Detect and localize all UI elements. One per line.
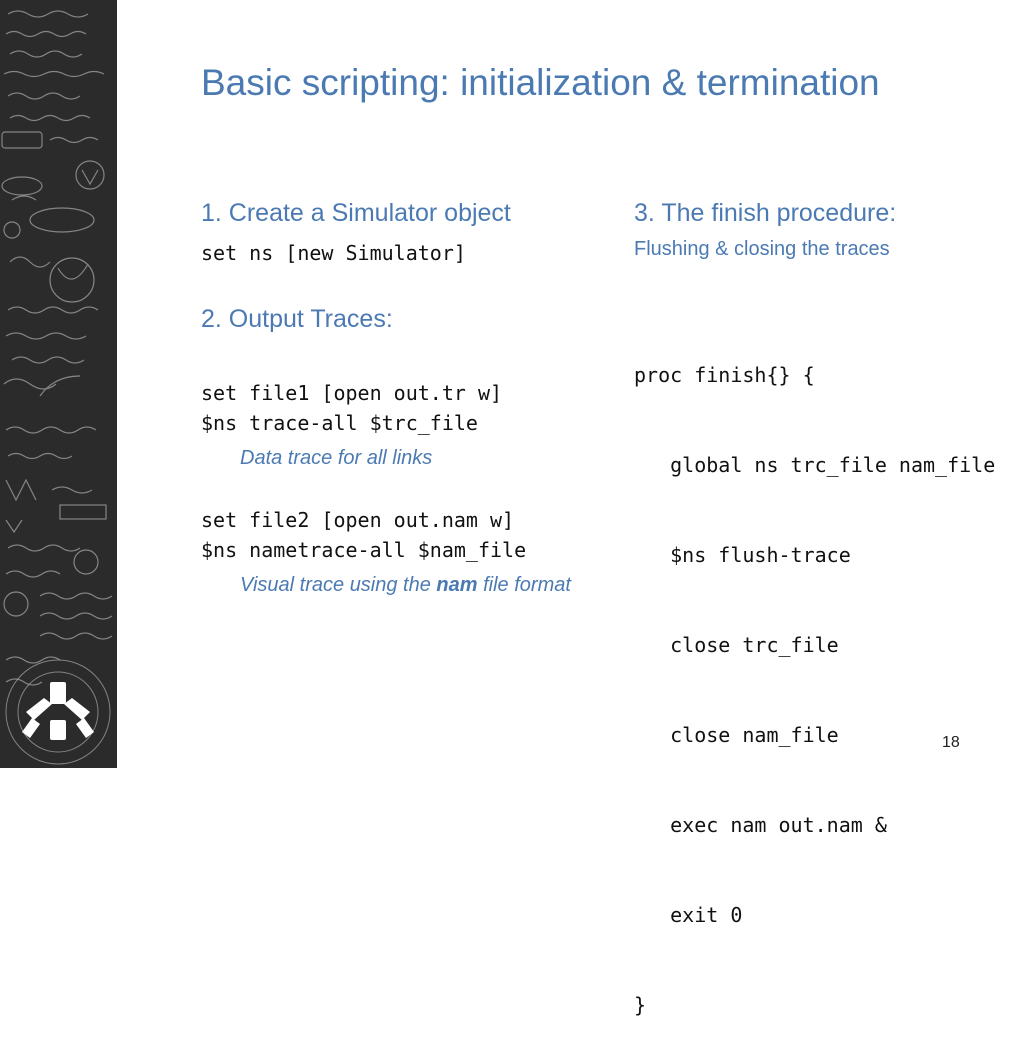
step3-heading: 3. The finish procedure:	[634, 199, 897, 227]
code-line: global ns trc_file nam_file	[634, 453, 996, 477]
step1-heading: 1. Create a Simulator object	[201, 199, 511, 227]
code-line: $ns trace-all $trc_file	[201, 411, 478, 435]
step2-heading: 2. Output Traces:	[201, 305, 393, 333]
university-logo-icon	[5, 659, 111, 765]
trace-code-block: set file1 [open out.tr w] $ns trace-all …	[201, 378, 502, 438]
nam-note-after: file format	[477, 574, 571, 596]
trace-note: Data trace for all links	[240, 447, 433, 469]
chalkboard-scribbles	[1, 10, 113, 765]
code-line: $ns nametrace-all $nam_file	[201, 538, 527, 562]
step1-code: set ns [new Simulator]	[201, 241, 466, 265]
code-line: $ns flush-trace	[634, 543, 851, 567]
chalkboard-sidebar	[0, 0, 117, 768]
slide-title: Basic scripting: initialization & termin…	[201, 62, 880, 103]
nam-note-bold: nam	[436, 574, 478, 596]
code-line: close nam_file	[634, 723, 839, 747]
code-line: set file2 [open out.nam w]	[201, 508, 515, 532]
nam-code-block: set file2 [open out.nam w] $ns nametrace…	[201, 505, 526, 565]
step3-subheading: Flushing & closing the traces	[634, 238, 890, 260]
nam-note: Visual trace using the nam file format	[240, 574, 571, 597]
code-line: exec nam out.nam &	[634, 813, 887, 837]
code-line: }	[634, 993, 647, 1017]
nam-note-before: Visual trace using the	[240, 574, 437, 596]
finish-proc-code: proc finish{} { global ns trc_file nam_f…	[634, 300, 995, 1050]
code-line: exit 0	[634, 903, 743, 927]
code-line: set file1 [open out.tr w]	[201, 381, 503, 405]
code-line: close trc_file	[634, 633, 839, 657]
page-number: 18	[942, 734, 960, 751]
code-line: proc finish{} {	[634, 363, 815, 387]
